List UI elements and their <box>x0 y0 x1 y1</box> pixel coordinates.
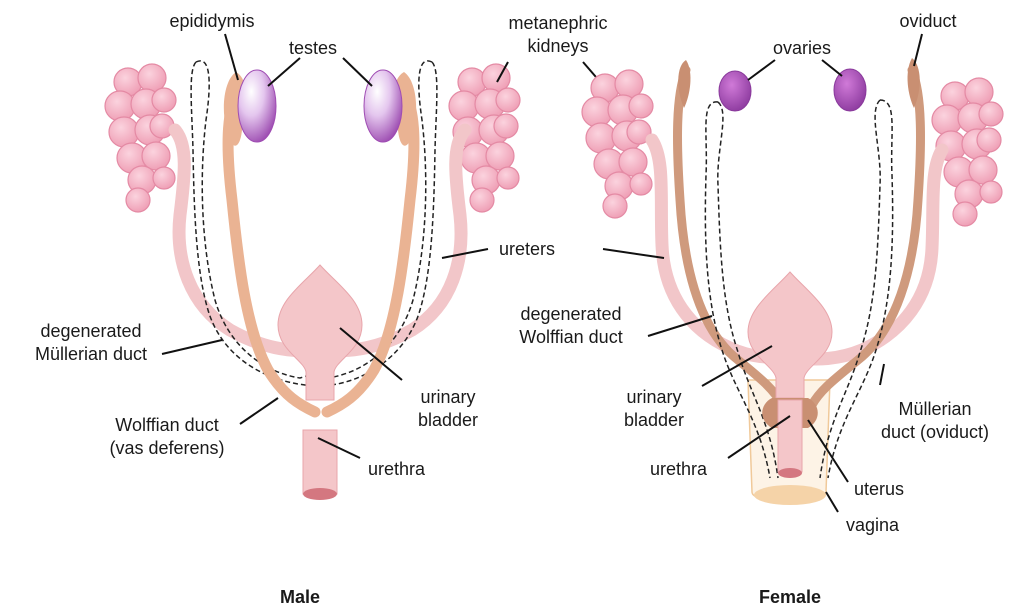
label-female-bladder-line2: bladder <box>604 409 704 431</box>
male-urethra-opening <box>303 488 337 500</box>
male-left-kidney <box>105 64 176 212</box>
label-male-bladder-line2: bladder <box>398 409 498 431</box>
label-vagina: vagina <box>846 514 899 536</box>
label-degenerated-wolffian-line1: degenerated <box>496 303 646 325</box>
female-urethra <box>778 400 802 472</box>
female-urethra-opening <box>778 468 802 478</box>
label-female-urethra: urethra <box>650 458 707 480</box>
label-wolffian-duct-line1: Wolffian duct <box>86 414 248 436</box>
female-right-ovary <box>834 69 866 111</box>
label-male-urethra: urethra <box>368 458 425 480</box>
label-epididymis: epididymis <box>150 10 274 32</box>
label-metanephric: metanephric <box>492 12 624 34</box>
label-male-bladder-line1: urinary <box>398 386 498 408</box>
female-vagina-base <box>754 485 826 505</box>
label-kidneys: kidneys <box>492 35 624 57</box>
label-mullerian-line1: Müllerian <box>876 398 994 420</box>
caption-female: Female <box>742 586 838 608</box>
male-right-testis <box>364 70 402 142</box>
male-urinary-bladder <box>278 265 362 400</box>
label-ovaries: ovaries <box>752 37 852 59</box>
label-oviduct: oviduct <box>880 10 976 32</box>
label-degenerated-mullerian-line1: degenerated <box>10 320 172 342</box>
male-left-testis <box>238 70 276 142</box>
caption-male: Male <box>262 586 338 608</box>
label-uterus: uterus <box>854 478 904 500</box>
label-degenerated-mullerian-line2: Müllerian duct <box>10 343 172 365</box>
label-wolffian-duct-line2: (vas deferens) <box>86 437 248 459</box>
female-left-kidney <box>582 70 653 218</box>
label-female-bladder-line1: urinary <box>604 386 704 408</box>
female-left-ovary <box>719 71 751 111</box>
label-mullerian-line2: duct (oviduct) <box>862 421 1008 443</box>
label-degenerated-wolffian-line2: Wolffian duct <box>496 326 646 348</box>
label-ureters: ureters <box>488 238 566 260</box>
label-testes: testes <box>270 37 356 59</box>
